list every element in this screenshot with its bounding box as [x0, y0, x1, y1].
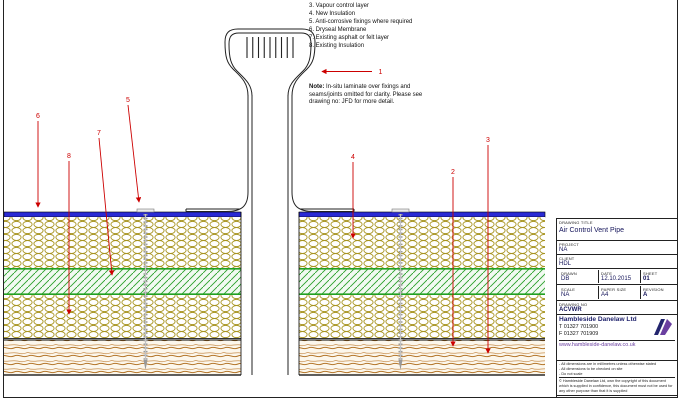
company-name: Hambleside Danelaw Ltd — [559, 316, 637, 323]
phone-f: F 01327 701909 — [559, 331, 599, 337]
title-block-notes: - All dimensions are in millimetres unle… — [557, 361, 677, 396]
legend-item: 8. Existing Insulation — [309, 43, 365, 49]
drawing-title-label: DRAWING TITLE — [559, 220, 593, 225]
copyright-note: © Hambleside Danelaw Ltd, own the copyri… — [559, 377, 675, 393]
callout-6: 6 — [36, 113, 40, 120]
revision-value: A — [643, 292, 648, 298]
roof-deck-layer — [4, 340, 241, 375]
date-value: 12.10.2015 — [601, 276, 632, 282]
paper-size-label: PAPER SIZE — [601, 287, 627, 292]
project-label: PROJECT — [559, 242, 580, 247]
asphalt-felt-layer — [299, 268, 545, 295]
callout-5: 5 — [126, 97, 130, 104]
fixing-screw-left — [136, 208, 155, 370]
client-label: CLIENT — [559, 256, 575, 261]
roof-section-left — [3, 211, 242, 376]
existing-insulation-layer — [299, 295, 545, 338]
callout-8: 8 — [67, 153, 71, 160]
phone-t: T 01327 701900 — [559, 324, 599, 330]
roof-section-right — [298, 211, 546, 376]
company-logo — [654, 319, 672, 335]
callout-4: 4 — [351, 154, 355, 161]
drawing-no-label: DRAWING NO — [559, 302, 588, 307]
asphalt-felt-layer — [4, 268, 241, 295]
vent-ribs — [246, 37, 294, 58]
client-value: HDL — [559, 261, 572, 267]
drawn-value: DB — [561, 276, 570, 282]
legend: 3. Vapour control layer 4. New Insulatio… — [309, 2, 412, 50]
legend-item: 6. Dryseal Membrane — [309, 27, 367, 33]
drawing-note: Note: In-situ laminate over fixings and … — [309, 84, 433, 107]
scale-label: SCALE — [561, 287, 576, 292]
callout-1: 1 — [379, 69, 383, 76]
date-label: DATE — [601, 271, 613, 276]
leader-5 — [127, 104, 142, 203]
leader-7 — [98, 137, 115, 276]
legend-item: 5. Anti-corrosive fixings where required — [309, 19, 413, 25]
scale-value: NA — [561, 292, 570, 298]
sheet-value: 01 — [643, 276, 650, 282]
new-insulation-layer — [4, 217, 241, 268]
pipe-skirt-left — [186, 95, 249, 212]
existing-insulation-layer — [4, 295, 241, 338]
project-value: NA — [559, 247, 568, 253]
callout-2: 2 — [451, 169, 455, 176]
website-link[interactable]: www.hambleside-danelaw.co.uk — [559, 340, 675, 348]
legend-item: 7. Existing asphalt or felt layer — [309, 35, 390, 41]
pipe-skirt-right — [291, 95, 354, 212]
callout-numbers: 1 2 3 4 5 6 7 8 — [36, 69, 490, 176]
roof-deck-layer — [299, 340, 545, 375]
legend-item: 3. Vapour control layer — [309, 3, 369, 9]
drawn-label: DRAWN — [561, 271, 577, 276]
revision-label: REVISION — [643, 287, 664, 292]
vent-pipe — [185, 28, 355, 375]
paper-size-value: A4 — [601, 292, 609, 298]
legend-item: 4. New Insulation — [309, 11, 356, 17]
drawing-title: Air Control Vent Pipe — [559, 227, 624, 234]
note-line: - All dimensions are in millimetres unle… — [559, 362, 657, 366]
note-line: - Do not scale — [559, 371, 583, 376]
dryseal-membrane-layer — [3, 211, 242, 218]
vent-cap-inner — [228, 32, 312, 97]
note-body: In-situ laminate over fixings and seams/… — [309, 84, 423, 105]
dryseal-membrane-layer — [298, 211, 546, 218]
callout-7: 7 — [97, 130, 101, 137]
callout-leaders — [35, 68, 491, 354]
new-insulation-layer — [299, 217, 545, 268]
fixing-screw-right — [391, 208, 410, 370]
callout-3: 3 — [486, 137, 490, 144]
note-line: - All dimensions to be checked on site — [559, 366, 623, 371]
sheet-label: SHEET — [643, 271, 658, 276]
drawing-no-value: ACVWR — [559, 307, 582, 313]
note-prefix: Note: — [309, 84, 325, 90]
title-block: DRAWING TITLE Air Control Vent Pipe PROJ… — [556, 218, 678, 398]
